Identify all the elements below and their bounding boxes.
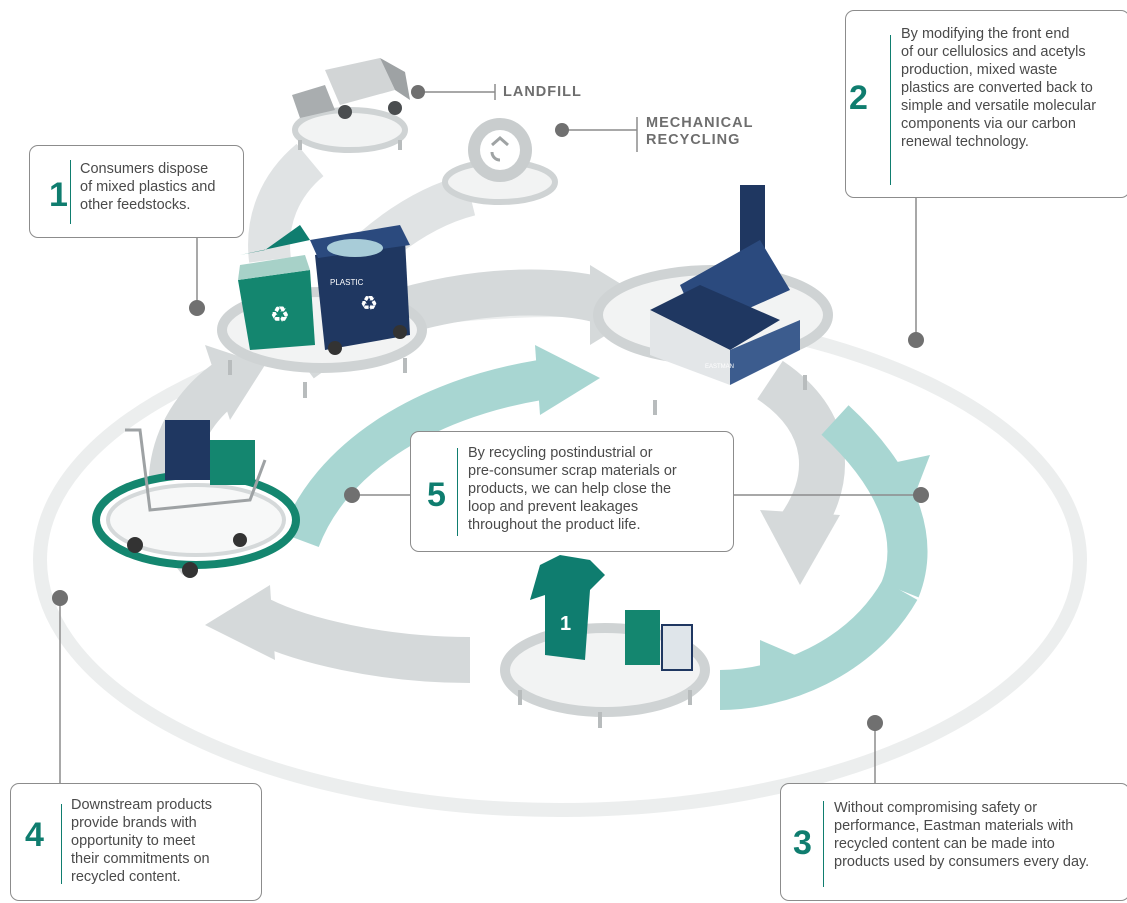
callout-1: 1 Consumers dispose of mixed plastics an… xyxy=(29,145,244,238)
gear-icon xyxy=(468,118,532,182)
plastic-bin-label: PLASTIC xyxy=(330,278,364,287)
callout-4-number: 4 xyxy=(25,816,44,854)
callout-2-divider xyxy=(890,35,891,185)
shopping-cart-icon xyxy=(125,420,267,578)
connectors xyxy=(59,84,918,783)
cart-platform xyxy=(92,471,300,569)
teal-arrow-loop xyxy=(281,345,930,710)
callout-5: 5 By recycling postindustrial or pre-con… xyxy=(410,431,734,552)
callout-1-number: 1 xyxy=(49,176,68,214)
callout-3-number: 3 xyxy=(793,824,812,862)
callout-4-divider xyxy=(61,804,62,884)
callout-2-text: By modifying the front end of our cellul… xyxy=(901,26,1097,150)
tshirt-icon: 1 xyxy=(530,555,605,660)
grey-arrow-loop xyxy=(148,143,845,683)
callout-5-divider xyxy=(457,448,458,536)
mechanical-recycling-label: MECHANICAL RECYCLING xyxy=(646,115,754,148)
callout-1-divider xyxy=(70,160,71,224)
svg-text:♻: ♻ xyxy=(360,291,378,315)
green-recycling-bin-icon: ♻ xyxy=(238,225,315,350)
svg-text:♻: ♻ xyxy=(270,303,290,328)
callout-5-text: By recycling postindustrial or pre-consu… xyxy=(468,445,677,533)
callout-3-divider xyxy=(823,801,824,887)
garbage-truck-icon xyxy=(292,58,410,119)
callout-2: 2 By modifying the front end of our cell… xyxy=(845,10,1127,198)
plastic-bin-icon: PLASTIC ♻ xyxy=(310,225,410,355)
connector-dots xyxy=(52,85,929,731)
callout-2-number: 2 xyxy=(849,79,868,117)
callout-4-text: Downstream products provide brands with … xyxy=(71,797,213,885)
tshirt-number: 1 xyxy=(560,613,571,635)
factory-sign: EASTMAN xyxy=(705,364,734,370)
callout-1-text: Consumers dispose of mixed plastics and … xyxy=(80,161,216,213)
packaging-icon xyxy=(625,610,693,671)
landfill-label: LANDFILL xyxy=(503,84,582,100)
factory-icon: EASTMAN xyxy=(650,185,800,385)
callout-4: 4 Downstream products provide brands wit… xyxy=(10,783,262,901)
callout-3: 3 Without compromising safety or perform… xyxy=(780,783,1127,901)
callout-3-text: Without compromising safety or performan… xyxy=(834,800,1090,870)
callout-5-number: 5 xyxy=(427,476,446,514)
